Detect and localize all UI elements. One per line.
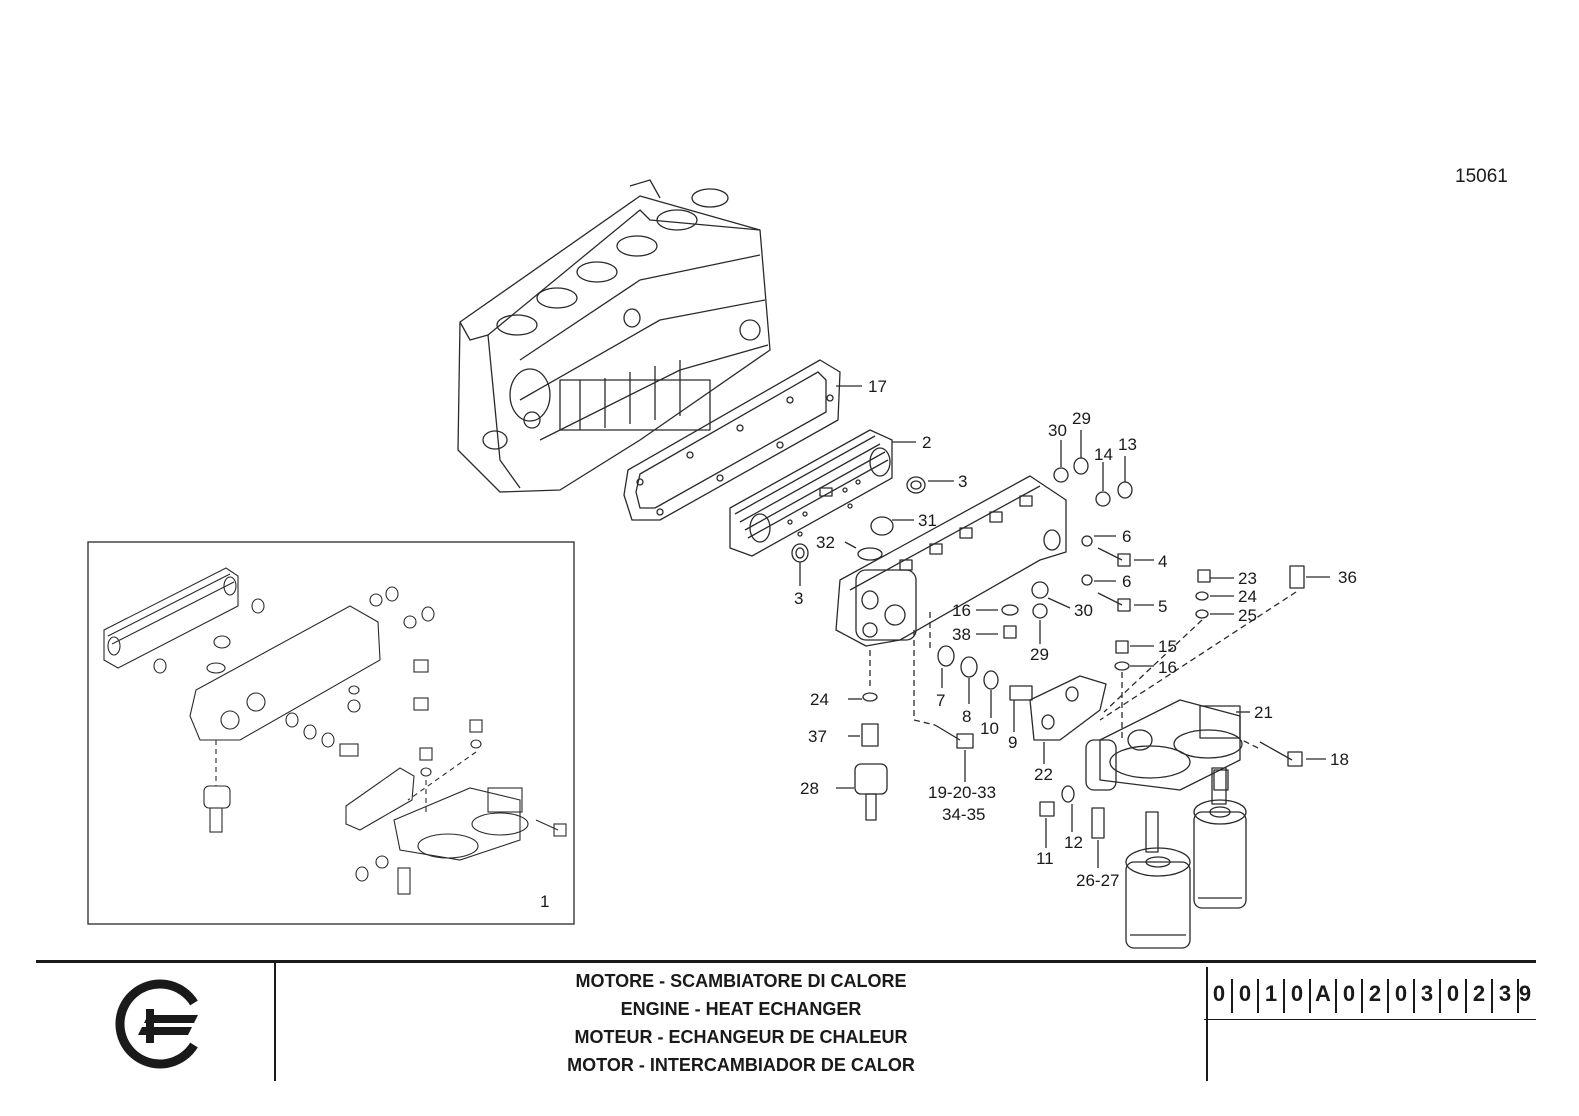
title-english: ENGINE - HEAT ECHANGER [620, 999, 862, 1019]
manufacturer-logo-icon [115, 979, 198, 1069]
title-italian: MOTORE - SCAMBIATORE DI CALORE [575, 971, 907, 991]
code-digit: 0 [1290, 981, 1304, 1006]
code-digit: 0 [1394, 981, 1408, 1006]
leader-lines [799, 385, 1330, 868]
code-digit: 3 [1420, 981, 1434, 1006]
code-digit: 1 [1264, 981, 1278, 1006]
part-code: 0 0 1 0 A 0 2 0 3 0 2 3 9 [1204, 967, 1536, 1020]
callout: 8 [962, 707, 971, 726]
o-ring-drawing [906, 476, 926, 494]
callout: 9 [1008, 733, 1017, 752]
callout: 25 [1238, 606, 1257, 625]
code-digit: 2 [1368, 981, 1382, 1006]
title-block: MOTORE - SCAMBIATORE DI CALORE ENGINE - … [36, 960, 1536, 1083]
oil-filter-drawing [1125, 767, 1247, 949]
callout: 30 [1074, 601, 1093, 620]
callout: 16 [952, 601, 971, 620]
code-digit: 0 [1238, 981, 1252, 1006]
callout: 4 [1158, 552, 1167, 571]
callout: 21 [1254, 703, 1273, 722]
code-digit: 3 [1498, 981, 1512, 1006]
title-french: MOTEUR - ECHANGEUR DE CHALEUR [574, 1027, 908, 1047]
callout: 16 [1158, 658, 1177, 677]
logo-cell [36, 963, 276, 1081]
gasket-drawing [623, 359, 841, 521]
title-spanish: MOTOR - INTERCAMBIADOR DE CALOR [567, 1055, 915, 1075]
cooler-housing-drawing [835, 475, 1067, 647]
callout: 14 [1094, 445, 1113, 464]
callout-labels: 17 2 3 31 32 3 30 29 14 13 6 4 6 5 30 16… [540, 377, 1357, 911]
callout: 32 [816, 533, 835, 552]
code-digit: 0 [1446, 981, 1460, 1006]
code-digit: 9 [1518, 981, 1532, 1006]
callout: 6 [1122, 572, 1131, 591]
callout: 19-20-33 [928, 783, 996, 802]
code-digit: A [1315, 981, 1331, 1006]
callout: 29 [1072, 409, 1091, 428]
inset-assembly [87, 541, 575, 925]
callout: 37 [808, 727, 827, 746]
code-digit: 0 [1212, 981, 1226, 1006]
callout: 23 [1238, 569, 1257, 588]
assembly-lines [869, 591, 1297, 749]
engine-block-drawing [457, 179, 771, 493]
callout: 24 [810, 690, 829, 709]
heat-exchanger-drawing [729, 429, 893, 557]
callout: 30 [1048, 421, 1067, 440]
callout: 15 [1158, 637, 1177, 656]
callout: 22 [1034, 765, 1053, 784]
callout: 17 [868, 377, 887, 396]
callout: 24 [1238, 587, 1257, 606]
callout: 12 [1064, 833, 1083, 852]
inset-label: 1 [540, 892, 549, 911]
filter-head-drawing [1085, 699, 1243, 791]
callout: 26-27 [1076, 871, 1119, 890]
callout: 38 [952, 625, 971, 644]
callout: 13 [1118, 435, 1137, 454]
callout: 10 [980, 719, 999, 738]
callout: 34-35 [942, 805, 985, 824]
hardware-drawing [854, 457, 1305, 839]
callout: 18 [1330, 750, 1349, 769]
callout: 11 [1036, 849, 1054, 868]
callout: 31 [918, 511, 937, 530]
callout: 3 [794, 589, 803, 608]
callout: 5 [1158, 597, 1167, 616]
callout: 2 [922, 433, 931, 452]
callout: 3 [958, 472, 967, 491]
callout: 7 [936, 691, 945, 710]
callout: 36 [1338, 568, 1357, 587]
callout: 28 [800, 779, 819, 798]
title-cell: MOTORE - SCAMBIATORE DI CALORE ENGINE - … [276, 967, 1208, 1081]
code-digit: 0 [1342, 981, 1356, 1006]
callout: 29 [1030, 645, 1049, 664]
callout: 6 [1122, 527, 1131, 546]
reference-number: 15061 [1455, 166, 1508, 187]
code-digit: 2 [1472, 981, 1486, 1006]
